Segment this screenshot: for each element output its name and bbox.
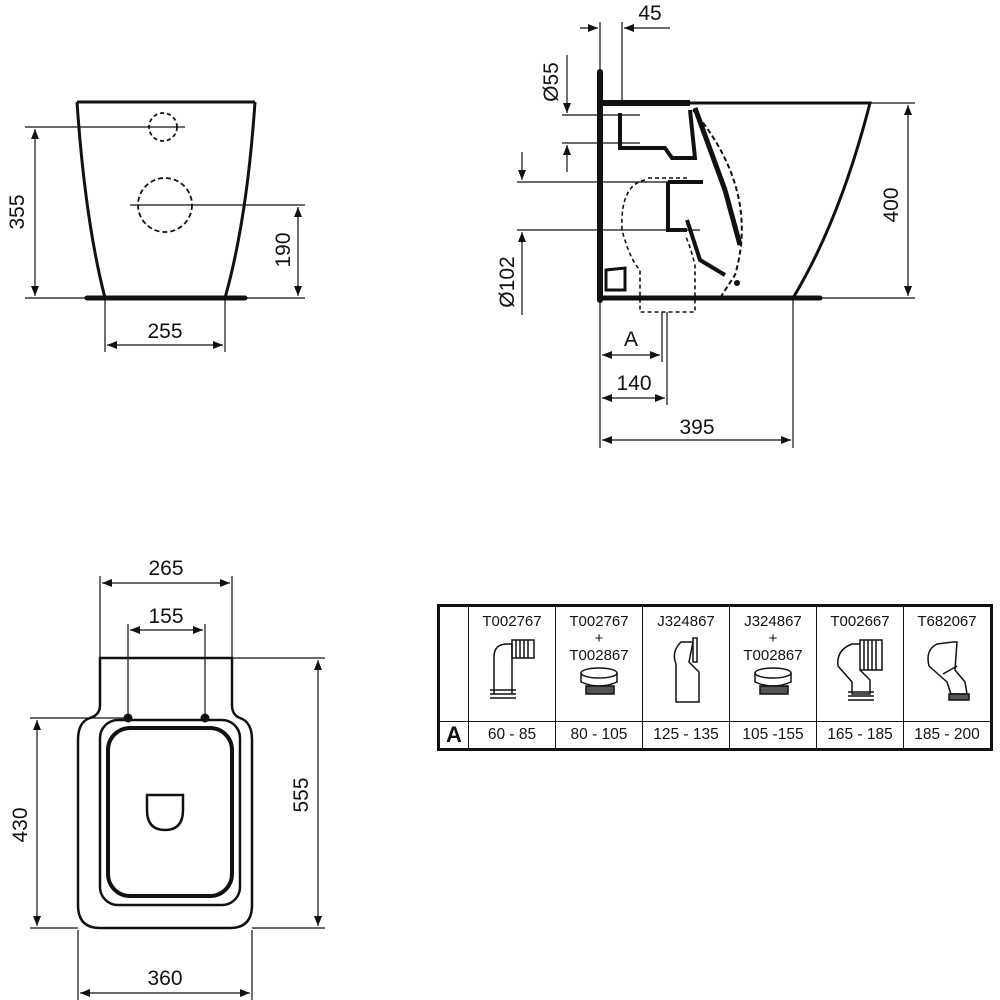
connector-code: T682067 bbox=[917, 613, 977, 630]
range-cell: 60 - 85 bbox=[468, 721, 556, 750]
connector-cell: T002767 bbox=[468, 605, 556, 722]
dim-555: 555 bbox=[290, 777, 313, 812]
eccentric-collar-icon bbox=[580, 667, 618, 695]
elbow-connector-icon bbox=[490, 639, 535, 699]
dim-155: 155 bbox=[148, 605, 183, 628]
connector-table: T002767 T002767 + T002867 J324867 J32486… bbox=[437, 604, 993, 751]
connector-cell: J324867 + T002867 bbox=[729, 605, 817, 722]
connector-code: J324867 bbox=[744, 613, 802, 630]
dim-265: 265 bbox=[148, 557, 183, 580]
dim-45: 45 bbox=[638, 2, 661, 25]
dim-a: A bbox=[624, 328, 638, 351]
connector-code: T002767 bbox=[569, 613, 629, 630]
connector-code: J324867 bbox=[657, 613, 715, 630]
dim-400: 400 bbox=[880, 187, 903, 222]
connector-code: T002667 bbox=[830, 613, 890, 630]
connector-code-2: T002867 bbox=[569, 647, 629, 664]
side-view bbox=[517, 22, 915, 448]
connector-cell: T002667 bbox=[816, 605, 904, 722]
dim-430: 430 bbox=[9, 807, 32, 842]
dim-d55: Ø55 bbox=[540, 62, 563, 102]
empty-cell bbox=[438, 605, 469, 722]
range-cell: 80 - 105 bbox=[555, 721, 643, 750]
connector-cell: T002767 + T002867 bbox=[555, 605, 643, 722]
range-cell: 165 - 185 bbox=[816, 721, 904, 750]
dim-360: 360 bbox=[147, 967, 182, 990]
connector-code: T002767 bbox=[482, 613, 542, 630]
connector-cell: J324867 bbox=[642, 605, 730, 722]
connector-code-2: T002867 bbox=[743, 647, 803, 664]
row-label-a: A bbox=[438, 721, 469, 750]
dim-355: 355 bbox=[6, 194, 29, 229]
range-cell: 125 - 135 bbox=[642, 721, 730, 750]
dim-190: 190 bbox=[272, 232, 295, 267]
connector-header-row: T002767 T002767 + T002867 J324867 J32486… bbox=[438, 605, 992, 722]
flexible-elbow-icon bbox=[837, 639, 883, 701]
range-cell: 105 -155 bbox=[729, 721, 817, 750]
range-cell: 185 - 200 bbox=[903, 721, 992, 750]
dimension-a-row: A 60 - 85 80 - 105 125 - 135 105 -155 16… bbox=[438, 721, 992, 750]
plus-sign: + bbox=[594, 630, 604, 647]
dim-395: 395 bbox=[679, 416, 714, 439]
eccentric-collar-icon bbox=[754, 667, 792, 695]
offset-pan-connector-icon bbox=[673, 637, 700, 703]
dim-d102: Ø102 bbox=[496, 256, 519, 307]
dim-255: 255 bbox=[147, 320, 182, 343]
front-view bbox=[25, 100, 305, 352]
angled-connector-icon bbox=[927, 641, 970, 701]
dim-140: 140 bbox=[616, 372, 651, 395]
top-view bbox=[30, 576, 325, 1000]
plus-sign: + bbox=[768, 630, 778, 647]
connector-cell: T682067 bbox=[903, 605, 992, 722]
